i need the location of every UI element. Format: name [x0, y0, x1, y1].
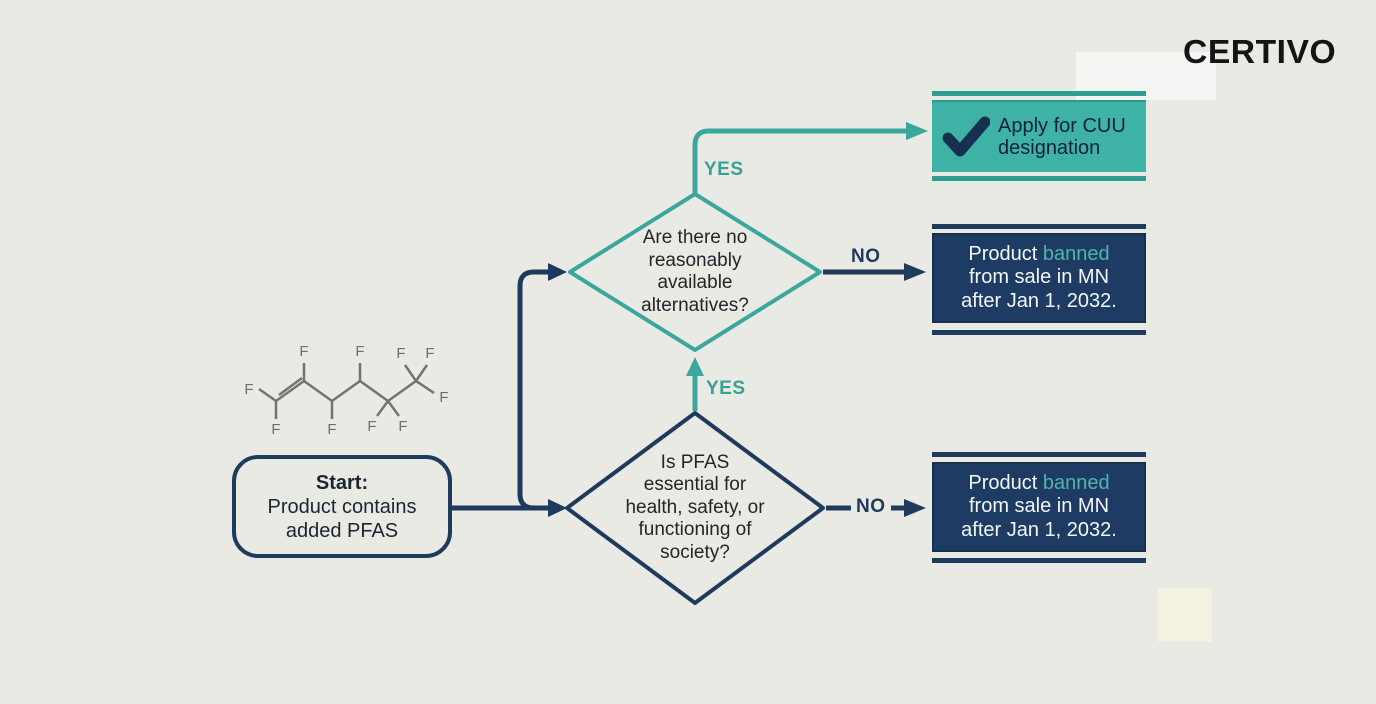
- start-node-title: Start:: [315, 471, 369, 494]
- arrowhead-essential: [548, 499, 567, 517]
- molecule-double-bond: [278, 376, 303, 397]
- banned-line-1: Product banned: [968, 243, 1109, 267]
- arrowhead-banned-top: [904, 263, 926, 281]
- banned-line-2: from sale in MN: [968, 266, 1110, 289]
- outcome-banned-bottom-box: Product banned from sale in MN after Jan…: [932, 462, 1146, 552]
- yes-label-alternatives: YES: [704, 159, 744, 180]
- banned-line-1: Product banned: [968, 472, 1109, 496]
- decision-diamond-essential: [565, 411, 825, 605]
- decision-diamond-alternatives: [568, 192, 822, 352]
- arrowhead-cuu: [906, 122, 928, 140]
- banned-top-box-bottom-rule: [932, 330, 1146, 335]
- connector-branch-to-alternatives: [517, 269, 550, 511]
- start-node: Start: Product contains added PFAS: [232, 455, 452, 558]
- fluorine-atom-label: F: [355, 343, 364, 360]
- decision-alternatives-text: Are there no reasonably available altern…: [641, 227, 749, 316]
- fluorine-atom-label: F: [299, 343, 308, 360]
- decision-essential-text: Is PFAS essential for health, safety, or…: [625, 451, 765, 563]
- banned-line-3: after Jan 1, 2032.: [961, 289, 1117, 312]
- banned-highlight: banned: [1042, 471, 1110, 494]
- fluorine-atom-label: F: [271, 421, 280, 438]
- no-label-alternatives: NO: [851, 246, 881, 267]
- outcome-cuu-text: Apply for CUU designation: [998, 115, 1126, 159]
- banned-bottom-box-top-rule: [932, 452, 1146, 457]
- no-label-essential: NO: [851, 496, 891, 518]
- fluorine-atom-label: F: [439, 389, 448, 406]
- outcome-banned-top-box: Product banned from sale in MN after Jan…: [932, 233, 1146, 323]
- start-node-body: Product contains added PFAS: [267, 495, 417, 542]
- pfas-molecule-bonds: [258, 363, 435, 419]
- background-patch-bottom-right: [1158, 588, 1212, 642]
- banned-line-2: from sale in MN: [968, 495, 1110, 518]
- fluorine-atom-label: F: [398, 418, 407, 435]
- yes-label-essential: YES: [706, 378, 746, 399]
- banned-prefix: Product: [968, 242, 1043, 265]
- banned-bottom-box-bottom-rule: [932, 558, 1146, 563]
- certivo-logo: CERTIVO: [1183, 33, 1337, 70]
- banned-top-box-top-rule: [932, 224, 1146, 229]
- checkmark-icon: [942, 116, 990, 157]
- banned-prefix: Product: [968, 471, 1043, 494]
- pfas-molecule-atoms: F F F F F F F F F F: [244, 343, 448, 438]
- banned-line-3: after Jan 1, 2032.: [961, 518, 1117, 541]
- cuu-box-top-rule: [932, 91, 1146, 96]
- arrowhead-banned-bottom: [904, 499, 926, 517]
- fluorine-atom-label: F: [425, 345, 434, 362]
- outcome-cuu-box: Apply for CUU designation: [932, 100, 1146, 172]
- fluorine-atom-label: F: [244, 381, 253, 398]
- fluorine-atom-label: F: [327, 421, 336, 438]
- banned-highlight: banned: [1042, 242, 1110, 265]
- fluorine-atom-label: F: [396, 345, 405, 362]
- arrowhead-yes-up: [686, 357, 704, 376]
- arrowhead-alternatives: [548, 263, 567, 281]
- connector-yes-to-cuu: [692, 128, 908, 193]
- fluorine-atom-label: F: [367, 418, 376, 435]
- cuu-box-bottom-rule: [932, 176, 1146, 181]
- molecule-carbon-chain: [275, 379, 435, 403]
